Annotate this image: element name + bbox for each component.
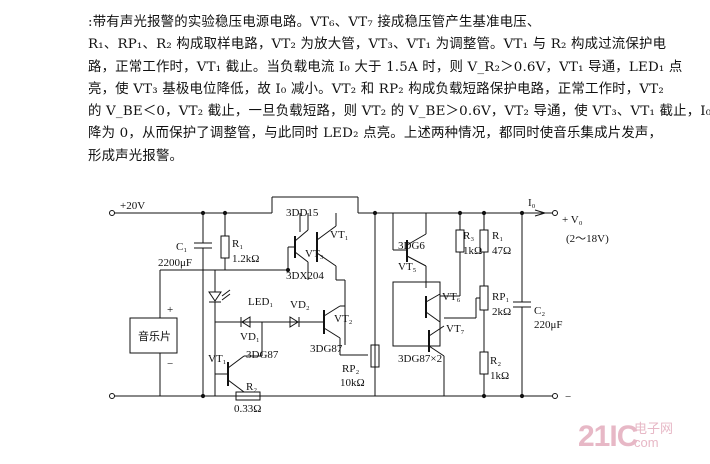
label-r3: R₃ xyxy=(463,230,474,242)
label-vt6: VT₆ xyxy=(442,291,461,303)
vd2-diode xyxy=(289,316,299,328)
label-r2-value: 0.33Ω xyxy=(234,403,261,415)
description-line: :带有声光报警的实验稳压电源电路。VT₆、VT₇ 接成稳压管产生基准电压、 xyxy=(88,15,541,30)
label-music-chip: 音乐片 xyxy=(138,329,171,343)
label-c2-value: 220μF xyxy=(534,319,563,331)
label-supply: +20V xyxy=(120,200,145,212)
label-vd1: VD₁ xyxy=(240,331,260,343)
reference-block xyxy=(392,281,441,347)
label-3dd15: 3DD15 xyxy=(286,207,319,219)
input-terminal-plus xyxy=(109,210,115,216)
label-vt1-top: VT₁ xyxy=(330,229,349,241)
label-led1: LED₁ xyxy=(248,296,273,308)
label-r1a-value: 1.2kΩ xyxy=(232,253,259,265)
label-rp2-value: 10kΩ xyxy=(340,377,365,389)
label-vt2: VT₂ xyxy=(334,313,353,325)
label-r1a: R₁ xyxy=(232,238,243,250)
label-rp2: RP₂ xyxy=(342,363,359,375)
label-rp1: RP₁ xyxy=(492,291,509,303)
description-line: R₁、RP₁、R₂ 构成取样电路，VT₂ 为放大管，VT₃、VT₁ 为调整管。V… xyxy=(88,37,667,53)
label-vd2: VD₂ xyxy=(290,299,310,311)
label-vo-range: (2～18V) xyxy=(566,233,609,245)
label-r2b-value: 1kΩ xyxy=(490,370,509,382)
label-r1b: R₁ xyxy=(492,230,503,242)
label-output-minus: − xyxy=(565,391,571,403)
label-r3-value: 1kΩ xyxy=(463,245,482,257)
current-arrow-icon xyxy=(534,209,547,217)
output-terminal-minus xyxy=(552,393,558,399)
label-r1b-value: 47Ω xyxy=(492,245,511,257)
description-line: 的 V_BE＜0，VT₂ 截止，一旦负载短路，则 VT₂ 的 V_BE＞0.6V… xyxy=(88,104,710,120)
label-r2b: R₂ xyxy=(490,355,501,367)
vd1-diode xyxy=(241,316,251,328)
resistor-r2b xyxy=(479,351,489,375)
watermark-text: 电子网 com xyxy=(634,421,674,450)
output-terminal-plus xyxy=(552,210,558,216)
label-c1: C₁ xyxy=(176,241,187,253)
label-vt1-bottom: VT₁ xyxy=(208,353,227,365)
led1-symbol xyxy=(208,291,222,302)
label-3dx204: 3DX204 xyxy=(286,270,324,282)
label-chip-plus: + xyxy=(167,304,173,316)
description-line: 亮，使 VT₃ 基极电位降低，故 I₀ 减小。VT₂ 和 RP₂ 构成负载短路保… xyxy=(88,81,664,97)
label-rp1-value: 2kΩ xyxy=(492,306,511,318)
label-3dg6: 3DG6 xyxy=(398,240,425,252)
label-c1-value: 2200μF xyxy=(158,257,192,269)
label-vt5: VT₅ xyxy=(398,261,417,273)
label-c2: C₂ xyxy=(534,305,545,317)
description-line: 形成声光报警。 xyxy=(88,148,184,164)
resistor-r1a xyxy=(220,235,230,259)
music-chip-box xyxy=(129,317,178,354)
label-r2: R₂ xyxy=(246,381,257,393)
label-3dg87: 3DG87 xyxy=(310,343,343,355)
rp1-potentiometer xyxy=(479,285,489,311)
label-chip-minus: − xyxy=(167,358,173,370)
watermark-logo: 21IC xyxy=(578,420,638,453)
description-paragraph: :带有声光报警的实验稳压电源电路。VT₆、VT₇ 接成稳压管产生基准电压、 R₁… xyxy=(88,12,710,168)
label-vt7: VT₇ xyxy=(446,323,465,335)
description-line: 降为 0，从而保护了调整管，与此同时 LED₂ 点亮。上述两种情况，都同时使音乐… xyxy=(88,126,663,142)
resistor-r2 xyxy=(235,391,261,401)
description-line: 路，正常工作时，VT₁ 截止。当负载电流 I₀ 大于 1.5A 时，则 V_R₂… xyxy=(88,59,683,75)
label-vt3: VT₃ xyxy=(305,248,324,260)
label-io: I₀ xyxy=(528,197,536,209)
label-3dg87-b: 3DG87 xyxy=(246,349,279,361)
rp2-potentiometer xyxy=(370,344,380,368)
input-terminal-minus xyxy=(109,393,115,399)
label-vo: + V₀ xyxy=(562,214,583,226)
label-3dg87x2: 3DG87×2 xyxy=(398,353,442,365)
